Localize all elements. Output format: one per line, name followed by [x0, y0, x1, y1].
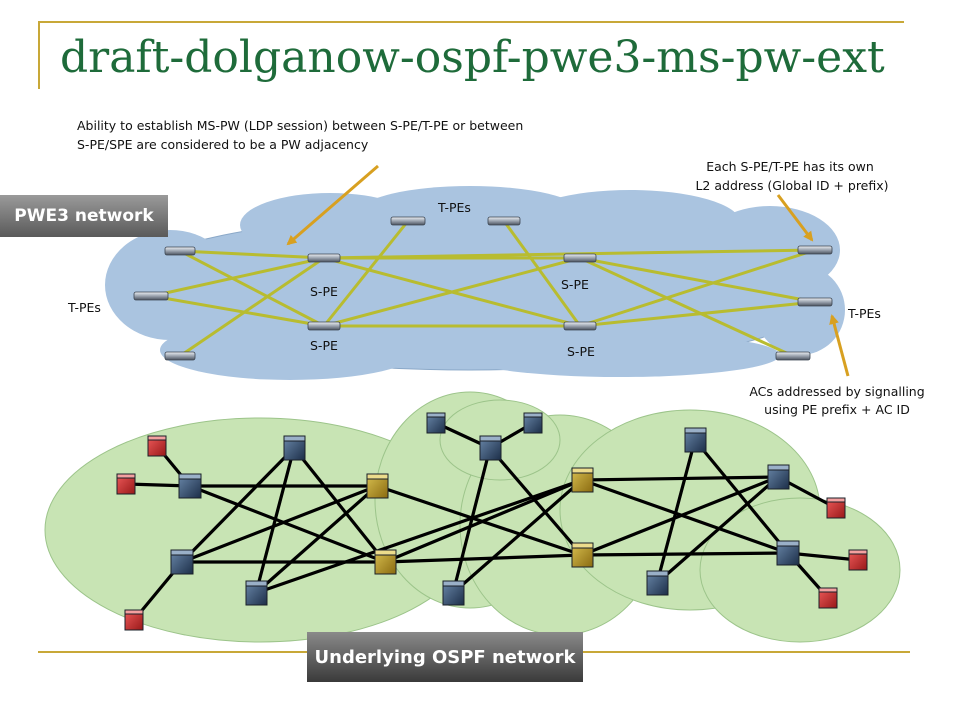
spe-left-bottom [307, 321, 341, 331]
label-spe-2: S-PE [310, 338, 338, 353]
switch-12 [776, 540, 800, 566]
switch-6 [479, 435, 502, 461]
label-spe-3: S-PE [561, 277, 589, 292]
tpe-left-mid [133, 291, 169, 301]
ce-red-5 [848, 549, 868, 571]
switch-10 [646, 570, 669, 596]
annotation-l2-line1: Each S-PE/T-PE has its own [706, 159, 874, 174]
pwe3-network-badge: PWE3 network [0, 195, 168, 237]
switch-7 [523, 412, 543, 434]
ce-red-1 [147, 435, 167, 457]
spe-left-top [307, 253, 341, 263]
tpe-left-bottom [164, 351, 196, 361]
ce-red-3 [124, 609, 144, 631]
switch-11 [767, 464, 790, 490]
tpe-right-mid [797, 297, 833, 307]
tpe-right-bottom [775, 351, 811, 361]
annotation-adjacency-line1: Ability to establish MS-PW (LDP session)… [77, 118, 523, 133]
label-spe-1: S-PE [310, 284, 338, 299]
switch-gold-3 [571, 467, 594, 493]
pwe3-cloud [105, 186, 845, 380]
annotation-ac-line2: using PE prefix + AC ID [764, 402, 910, 417]
tpe-top-left [390, 216, 426, 226]
annotation-arrows [286, 164, 850, 377]
ospf-network-badge: Underlying OSPF network [307, 632, 583, 682]
annotation-l2-line2: L2 address (Global ID + prefix) [695, 178, 888, 193]
label-tpes-top: T-PEs [437, 200, 471, 215]
tpe-right-top [797, 245, 833, 255]
ce-red-2 [116, 473, 136, 495]
tpe-top-right [487, 216, 521, 226]
switch-8 [442, 580, 465, 606]
diagram-labels: Ability to establish MS-PW (LDP session)… [67, 118, 925, 417]
switch-5 [426, 412, 446, 434]
label-tpes-left: T-PEs [67, 300, 101, 315]
switch-2 [283, 435, 306, 461]
slide-title: draft-dolganow-ospf-pwe3-ms-pw-ext [60, 32, 885, 83]
switch-gold-4 [571, 542, 594, 568]
top-decor-line [38, 21, 904, 23]
pwe3-routers [133, 216, 833, 361]
ce-red-6 [818, 587, 838, 609]
tpe-left-top [164, 246, 196, 256]
switch-1 [178, 473, 202, 499]
ce-red-4 [826, 497, 846, 519]
switch-gold-2 [374, 549, 397, 575]
left-decor-line [38, 21, 40, 89]
label-spe-4: S-PE [567, 344, 595, 359]
switch-gold-1 [366, 473, 389, 499]
spe-right-bottom [563, 321, 597, 331]
annotation-ac-line1: ACs addressed by signalling [749, 384, 924, 399]
spe-right-top [563, 253, 597, 263]
switch-9 [684, 427, 707, 453]
annotation-adjacency-line2: S-PE/SPE are considered to be a PW adjac… [77, 137, 369, 152]
ospf-switches [116, 412, 868, 631]
switch-3 [170, 549, 194, 575]
pw-links [151, 220, 816, 358]
switch-4 [245, 580, 268, 606]
label-tpes-right: T-PEs [847, 306, 881, 321]
